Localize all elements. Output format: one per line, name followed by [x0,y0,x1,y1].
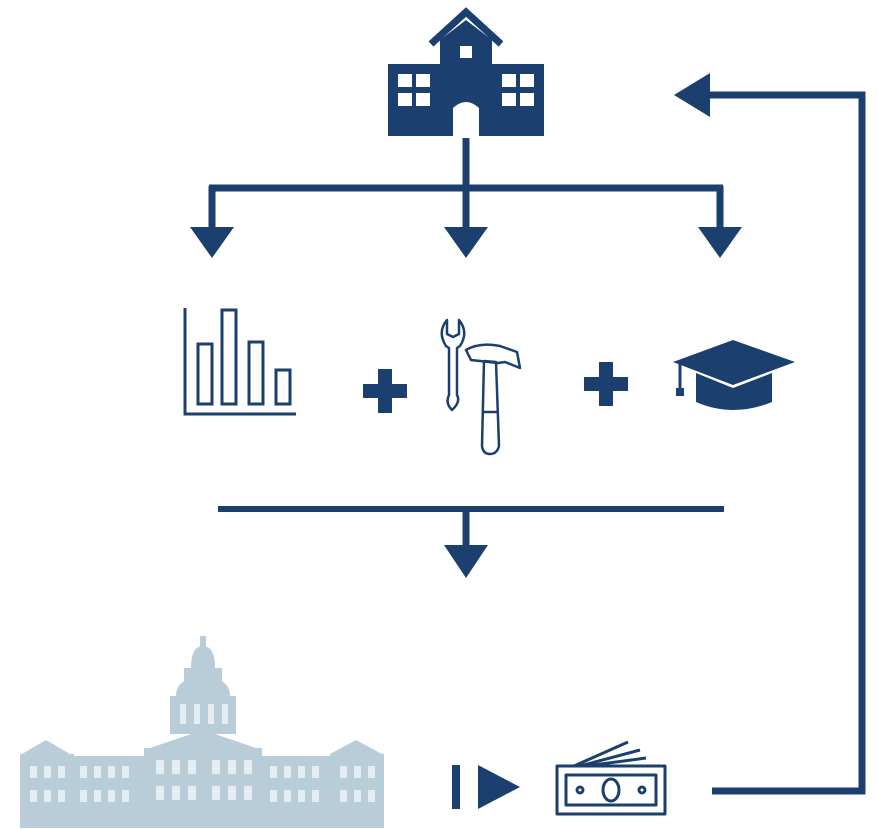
plus-icon [363,369,407,413]
arrow-down-center [444,227,488,258]
plus-icon [584,362,628,406]
play-indicator-icon [452,765,520,809]
arrow-left-return [674,73,710,117]
split-connector [208,138,724,232]
graduation-cap-icon [673,340,795,410]
capitol-building-icon [20,636,384,828]
capitol-windows [30,704,375,802]
arrow-down-merge [444,545,488,578]
arrow-down-right [698,227,742,258]
money-stack-icon [555,740,667,816]
school-building-icon [388,7,544,136]
return-loop-connector [708,91,866,795]
bar-chart-icon [183,308,296,416]
arrow-down-left [190,227,234,258]
wrench-hammer-icon [440,318,522,456]
